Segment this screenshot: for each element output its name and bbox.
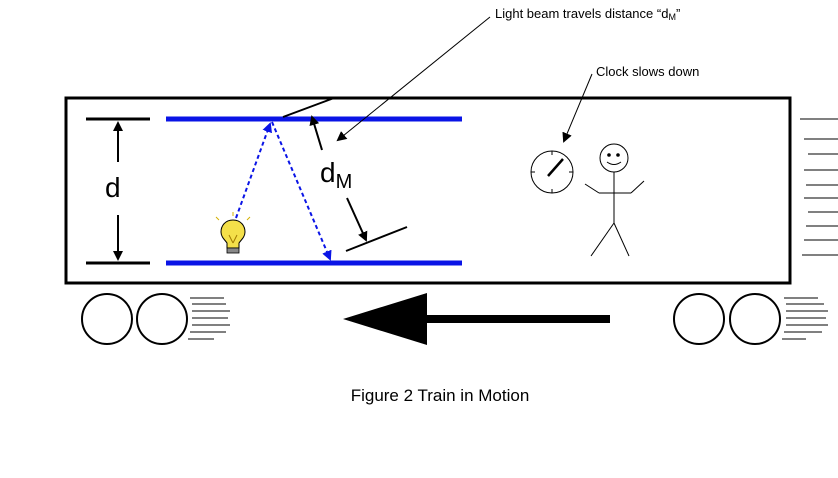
left-wheel-motion-lines <box>188 297 230 340</box>
beam-callout-leader <box>336 16 491 142</box>
clock-callout: Clock slows down <box>596 64 700 79</box>
right-wheels <box>673 293 781 345</box>
figure-caption: Figure 2 Train in Motion <box>350 386 530 405</box>
beam-callout-prefix: Light beam travels distance “d <box>495 6 669 21</box>
left-arrow-icon <box>343 293 610 345</box>
slanted-distance-subscript: M <box>335 171 353 193</box>
height-label: d <box>105 172 121 203</box>
clock-callout-leader <box>562 73 593 143</box>
stick-figure-icon <box>584 143 645 257</box>
left-wheels <box>81 293 188 345</box>
beam-callout-subscript: M <box>668 12 676 22</box>
light-beam-path <box>235 121 332 261</box>
light-bulb-icon <box>215 212 251 254</box>
light-beam-callout: Light beam travels distance “dM” <box>495 6 680 22</box>
height-dimension <box>86 117 150 265</box>
train-car-body <box>64 96 792 285</box>
right-wheel-motion-lines <box>782 297 828 340</box>
clock-icon <box>530 150 574 194</box>
slanted-distance-main: d <box>320 157 336 188</box>
slanted-distance-dimension <box>282 97 408 252</box>
car-motion-lines <box>800 118 838 256</box>
slanted-distance-label: dM <box>320 157 352 194</box>
beam-callout-suffix: ” <box>675 6 681 21</box>
